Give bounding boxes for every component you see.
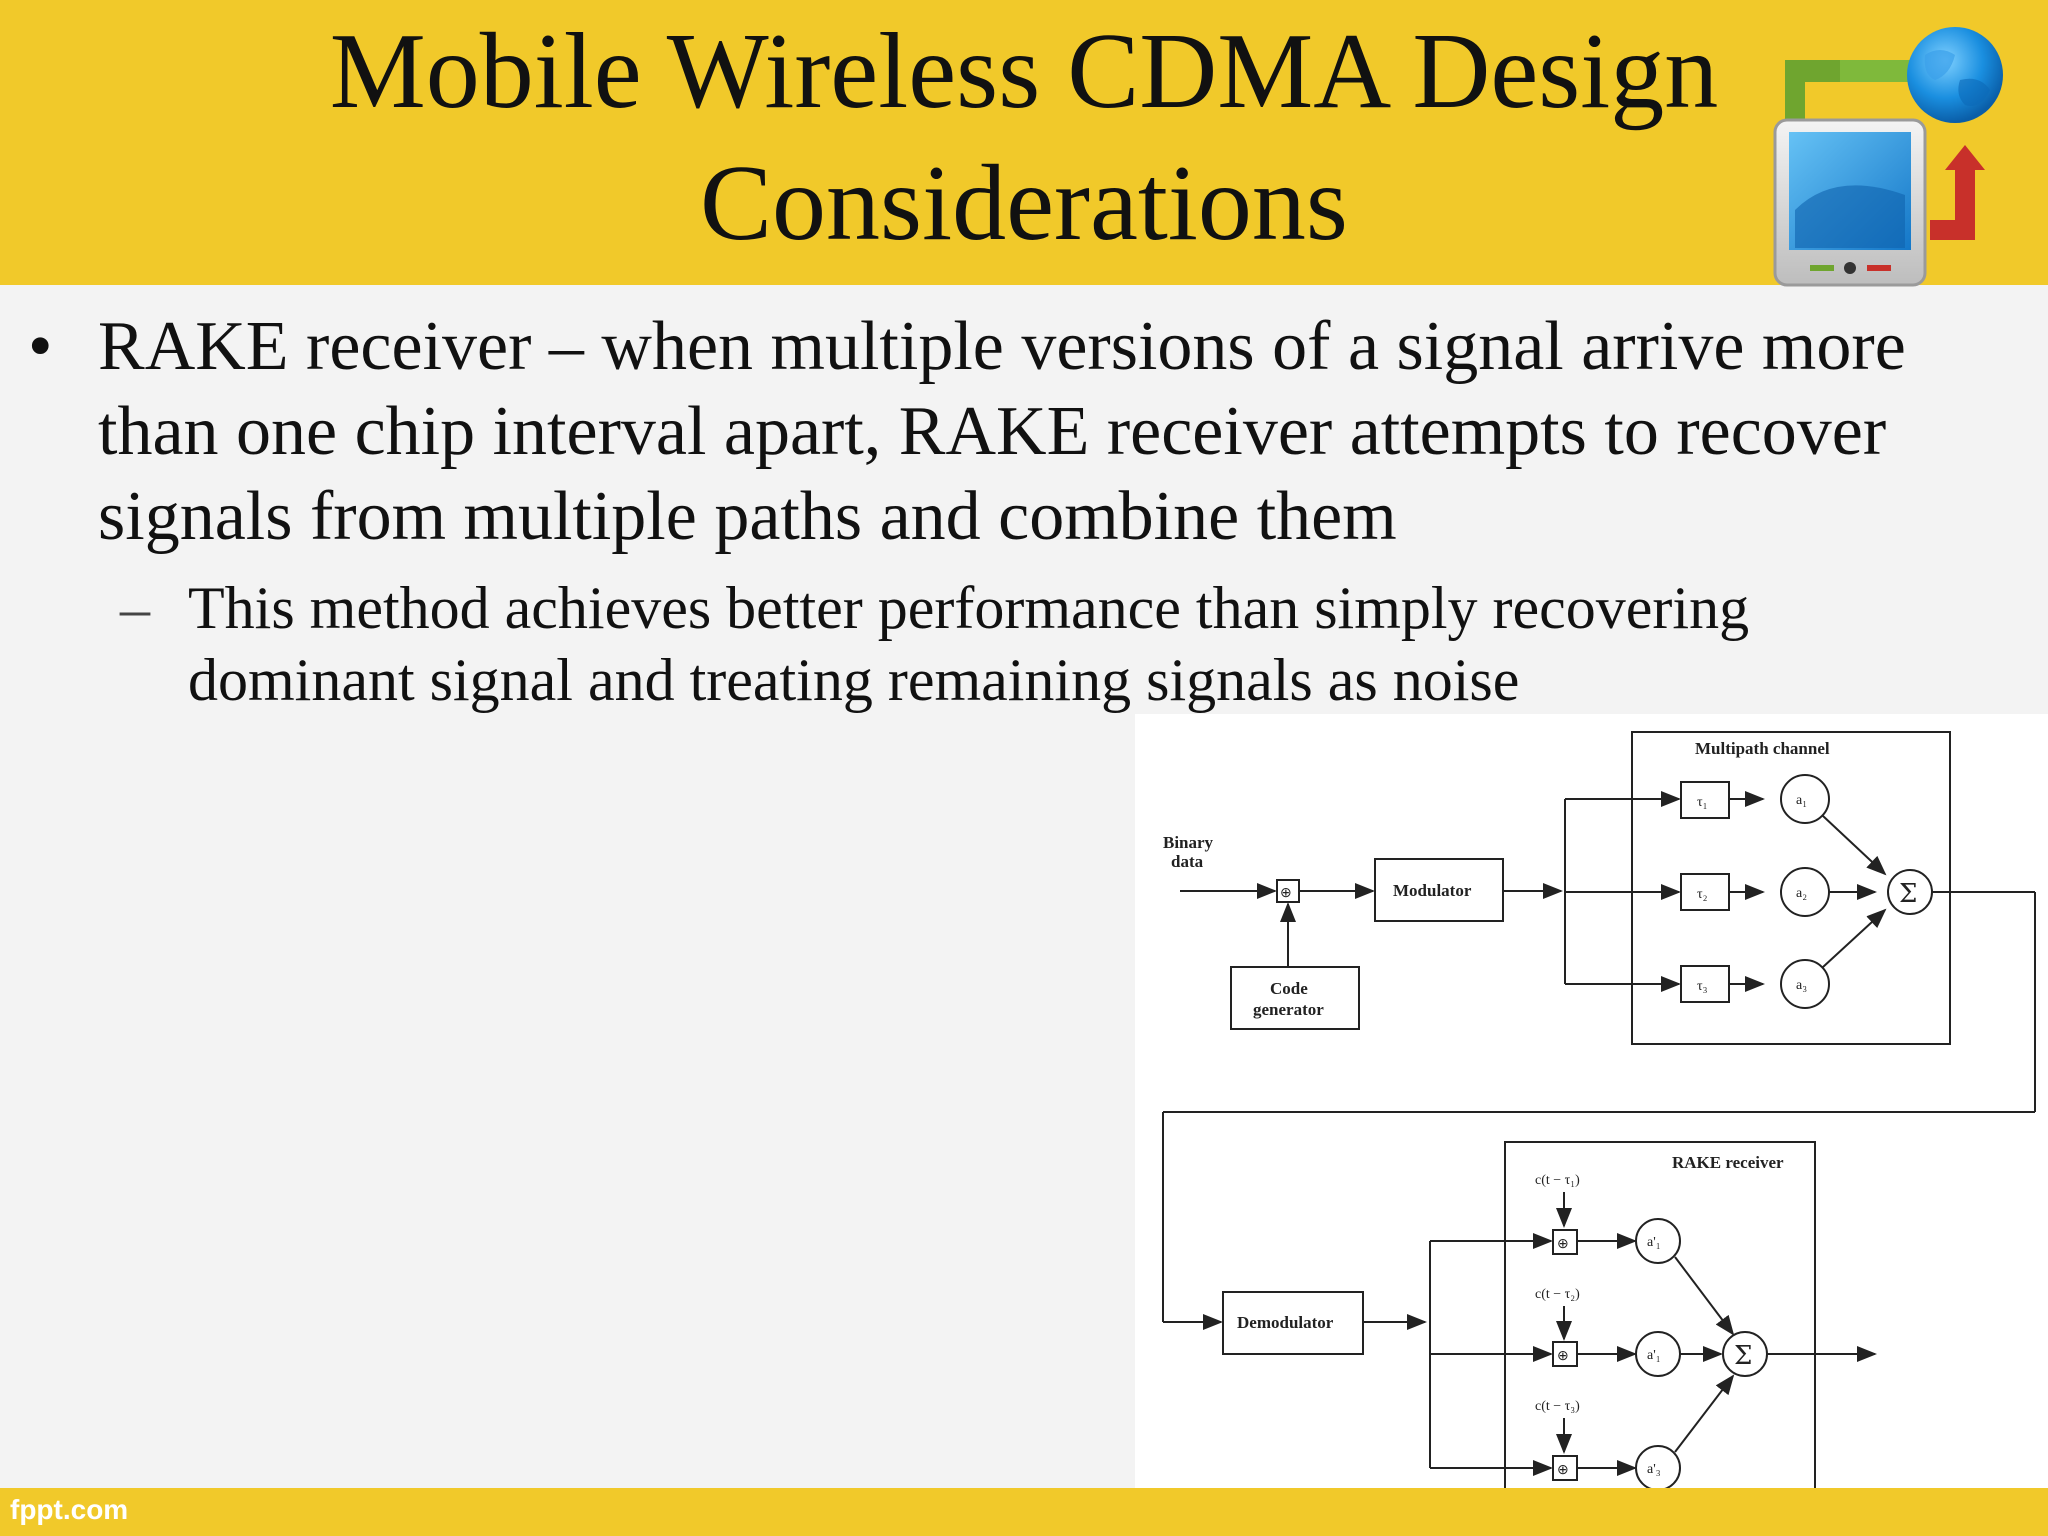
a1-gain — [1780, 774, 1830, 824]
a1-label: a₁ — [1796, 793, 1807, 808]
code-generator-label-2: generator — [1253, 1000, 1324, 1019]
c3-label: c(t − τ₃) — [1535, 1399, 1580, 1414]
a3-prime-label: a'₃ — [1647, 1462, 1661, 1477]
tau3-block — [1680, 965, 1730, 1003]
xor-rx-3-symbol: ⊕ — [1557, 1463, 1569, 1478]
a1-prime-label: a'₁ — [1647, 1235, 1661, 1250]
title-bar — [0, 0, 2048, 285]
title-line-1: Mobile Wireless CDMA Design — [329, 12, 1719, 131]
binary-data-label: Binary — [1163, 833, 1214, 852]
rake-receiver-label: RAKE receiver — [1672, 1153, 1784, 1172]
code-generator-label: Code — [1270, 979, 1308, 998]
bullet-text: RAKE receiver – when multiple versions o… — [98, 308, 1906, 555]
c1-label: c(t − τ₁) — [1535, 1173, 1580, 1188]
footer-brand: fppt.com — [10, 1494, 129, 1525]
demodulator-label: Demodulator — [1237, 1313, 1334, 1332]
sub-bullet-text: This method achieves better performance … — [188, 575, 1750, 713]
sub-bullet-marker: – — [120, 575, 150, 641]
tau2-block — [1680, 873, 1730, 911]
xor-rx-1 — [1552, 1229, 1578, 1255]
a3-gain — [1780, 959, 1830, 1009]
a2-label: a₂ — [1796, 886, 1807, 901]
footer-bar — [0, 1488, 2048, 1536]
title-line-2: Considerations — [700, 144, 1348, 263]
tau3-label: τ₃ — [1697, 979, 1708, 994]
multipath-channel-label: Multipath channel — [1695, 739, 1830, 758]
mobile-globe-logo-icon — [1755, 20, 2015, 290]
channel-sum-symbol: Σ — [1899, 879, 1917, 909]
xor-rx-2-symbol: ⊕ — [1557, 1349, 1569, 1364]
binary-data-label-2: data — [1171, 852, 1204, 871]
bullet-marker: • — [28, 308, 53, 385]
a2-prime-label: a'₁ — [1647, 1348, 1661, 1363]
code-generator-block — [1230, 966, 1360, 1030]
rake-sum-symbol: Σ — [1734, 1341, 1752, 1371]
c2-label: c(t − τ₂) — [1535, 1287, 1580, 1302]
xor-rx-1-symbol: ⊕ — [1557, 1237, 1569, 1252]
modulator-label: Modulator — [1393, 881, 1472, 900]
tau1-label: τ₁ — [1697, 795, 1708, 810]
multipath-channel-box — [1631, 731, 1951, 1045]
tau2-label: τ₂ — [1697, 887, 1708, 902]
tau1-block — [1680, 781, 1730, 819]
a3-label: a₃ — [1796, 978, 1807, 993]
xor-tx-symbol: ⊕ — [1280, 886, 1292, 901]
slide-title: Mobile Wireless CDMA Design Consideratio… — [0, 6, 2048, 270]
a1-prime-gain — [1635, 1218, 1681, 1264]
modulator-block — [1374, 858, 1504, 922]
rake-receiver-diagram: Binary data ⊕ Code generator Modulator M… — [1135, 714, 2048, 1536]
